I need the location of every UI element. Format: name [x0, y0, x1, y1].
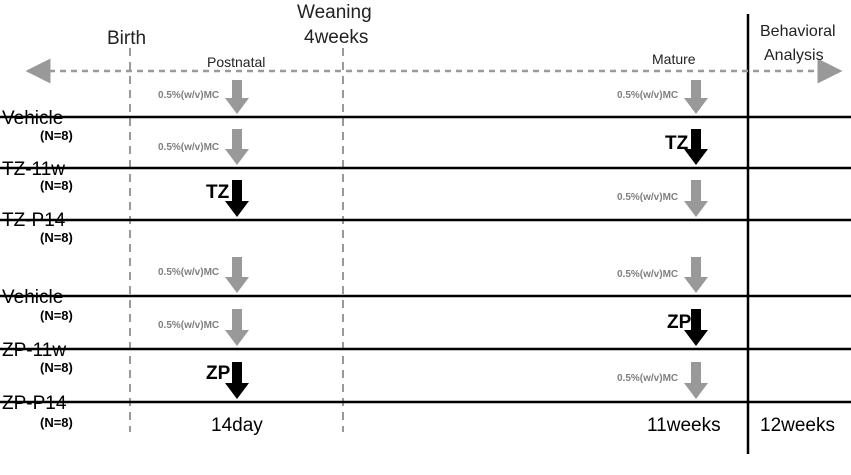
mc-label: 0.5%(w/v)MC [158, 90, 219, 101]
mc-arrow [684, 80, 708, 114]
tz-label: TZ [665, 133, 689, 154]
zp-arrow [684, 309, 708, 346]
zp-arrow [225, 362, 249, 399]
mc-label: 0.5%(w/v)MC [617, 192, 678, 203]
group-n: (N=8) [40, 415, 73, 430]
weeks12-label: 12weeks [760, 415, 835, 436]
group-n: (N=8) [40, 360, 73, 375]
group-name: ZP-11w [2, 340, 66, 361]
weaning-label-line1: Weaning [297, 2, 372, 23]
mc-arrow [684, 180, 708, 217]
mc-label: 0.5%(w/v)MC [158, 320, 219, 331]
group-n: (N=8) [40, 308, 73, 323]
tz-arrow [684, 129, 708, 165]
mc-label: 0.5%(w/v)MC [617, 269, 678, 280]
mc-label: 0.5%(w/v)MC [617, 373, 678, 384]
behavioral-label-line2: Analysis [764, 47, 824, 64]
group-name: TZ-P14 [2, 210, 66, 231]
day14-label: 14day [211, 415, 263, 436]
group-name: Vehicle [2, 108, 63, 129]
postnatal-label: Postnatal [207, 54, 265, 70]
weaning-label-line2: 4weeks [304, 27, 368, 48]
weeks11-label: 11weeks [647, 415, 721, 436]
tz-label: TZ [206, 182, 230, 203]
tz-arrow [225, 180, 249, 217]
birth-label: Birth [107, 28, 146, 49]
mc-arrow [684, 362, 708, 399]
mature-label: Mature [652, 51, 696, 67]
mc-arrow [684, 257, 708, 293]
mc-label: 0.5%(w/v)MC [158, 267, 219, 278]
mc-arrow [225, 129, 249, 165]
mc-arrow [225, 257, 249, 293]
mc-label: 0.5%(w/v)MC [158, 142, 219, 153]
mc-arrow [225, 309, 249, 346]
mc-arrow [225, 80, 249, 114]
mc-label: 0.5%(w/v)MC [617, 90, 678, 101]
group-n: (N=8) [40, 128, 73, 143]
behavioral-label-line1: Behavioral [760, 23, 836, 40]
group-n: (N=8) [40, 230, 73, 245]
zp-label: ZP [667, 312, 692, 333]
group-name: Vehicle [2, 287, 63, 308]
group-n: (N=8) [40, 178, 73, 193]
group-name: TZ-11w [2, 159, 65, 180]
zp-label: ZP [206, 363, 231, 384]
group-name: ZP-P14 [2, 393, 67, 414]
